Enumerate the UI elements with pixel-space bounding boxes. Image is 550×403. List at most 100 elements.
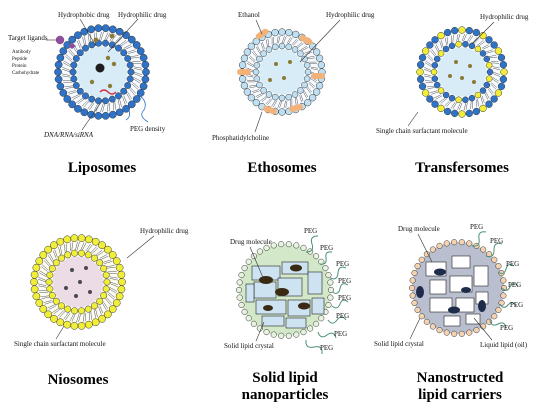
ethosomes-title: Ethosomes: [247, 160, 316, 176]
inner-surfactant-head: [46, 285, 54, 293]
surfactant-tail: [71, 313, 76, 322]
lipid-tail: [123, 44, 132, 49]
ethanol-molecule: [289, 103, 303, 113]
liposomes-title: Liposomes: [68, 160, 137, 176]
lipid-tail: [307, 55, 315, 58]
lipid-head: [494, 47, 503, 55]
surfactant-tail: [107, 293, 115, 300]
inner-lipid-head: [95, 97, 102, 105]
lipid-head: [500, 68, 508, 76]
nlc-peg-label: PEG: [500, 324, 513, 332]
outer-lipid-head: [74, 104, 82, 113]
surfactant-head: [409, 277, 416, 284]
inner-lipid-head: [72, 55, 80, 62]
lipid-tail: [283, 36, 287, 44]
lipid-tail: [276, 36, 279, 44]
surfactant-head: [293, 242, 300, 249]
lipid-tail: [102, 103, 105, 113]
lipid-tail: [491, 62, 500, 64]
leader-line: [407, 111, 419, 127]
outer-lipid-head: [115, 27, 124, 36]
lipid-tail: [427, 54, 434, 61]
lipid-tail: [424, 69, 432, 73]
inner-lipid-head: [285, 43, 292, 51]
lipid-tail: [68, 91, 77, 95]
aqueous-core: [437, 47, 487, 97]
surfactant-head: [241, 265, 248, 272]
drug-molecule: [416, 286, 424, 298]
surfactant-tail: [100, 255, 109, 260]
lipid-tail: [492, 77, 499, 82]
lipid-tail: [310, 78, 317, 83]
surfactant-tail: [37, 283, 47, 286]
outer-surfactant-head: [30, 278, 38, 286]
solid-lipid-crystal: [285, 317, 307, 329]
lipid-head: [437, 31, 445, 40]
lipid-tail: [450, 102, 456, 109]
surfactant-tail: [38, 276, 47, 281]
lipid-tail: [488, 87, 494, 94]
outer-lipid-head: [127, 100, 136, 109]
lipid-tail: [81, 100, 88, 107]
surfactant-tail: [87, 244, 93, 252]
lipid-tail: [486, 50, 494, 54]
surfactant-head: [245, 315, 252, 322]
inner-lipid-head: [126, 75, 134, 83]
peg-density-label: PEG density: [130, 125, 166, 133]
inner-lipid-head: [291, 46, 299, 53]
peg-chain: [497, 264, 515, 274]
outer-lipid-head: [315, 82, 324, 90]
inner-lipid-head: [442, 45, 450, 53]
lipid-tail: [459, 102, 463, 110]
target-ligand: [55, 35, 65, 45]
surfactant-head: [325, 272, 332, 279]
lipid-tail: [440, 98, 447, 104]
surfactant-tail: [104, 261, 113, 264]
outer-surfactant-head: [103, 310, 112, 319]
surfactant-tail: [95, 308, 98, 317]
hydrophilic-drug-dot: [282, 76, 286, 80]
surfactant-tail: [82, 242, 87, 251]
lipid-tail: [83, 101, 90, 108]
lipid-tail: [286, 36, 291, 44]
inner-lipid-head: [437, 87, 445, 94]
inner-lipid-head: [468, 42, 476, 50]
surfactant-tail: [103, 301, 108, 309]
lipid-tail: [249, 55, 256, 61]
surfactant-tail: [63, 312, 69, 320]
inner-lipid-head: [431, 75, 439, 82]
surfactant-head: [414, 263, 421, 270]
outer-surfactant-head: [30, 285, 39, 294]
outer-lipid-head: [74, 31, 82, 40]
surfactant-tail: [103, 259, 112, 263]
surfactant-head: [300, 244, 307, 251]
surfactant-head: [451, 239, 458, 246]
lipid-tail: [430, 90, 438, 94]
lipid-head: [451, 109, 459, 118]
surfactant-head: [418, 256, 425, 263]
nlc-title-line1: Nanostructed: [417, 370, 504, 386]
inner-surfactant-head: [102, 271, 110, 279]
outer-lipid-head: [308, 94, 317, 102]
outer-lipid-head: [122, 104, 130, 113]
surfactant-head: [285, 241, 292, 248]
outer-lipid-head: [56, 82, 65, 91]
nlc-peg-label: PEG: [470, 223, 483, 231]
surfactant-head: [327, 286, 335, 294]
lipid-tail: [490, 82, 497, 88]
surfactant-head: [293, 331, 300, 338]
solid-lipid-crystal: [245, 283, 255, 303]
lipid-tail: [434, 94, 442, 99]
lipid-tail: [296, 41, 303, 48]
lipid-tail: [278, 35, 281, 44]
sln-peg-label: PEG: [320, 244, 333, 252]
outer-lipid-head: [240, 82, 249, 90]
surfactant-head: [307, 325, 314, 332]
lipid-tail: [123, 95, 128, 104]
outer-lipid-head: [54, 68, 62, 76]
surfactant-tail: [80, 242, 85, 251]
peg-chain: [489, 319, 507, 329]
surfactant-head: [436, 242, 443, 249]
hydrophilic-drug-dot: [448, 74, 452, 78]
inner-surfactant-head: [96, 297, 104, 305]
